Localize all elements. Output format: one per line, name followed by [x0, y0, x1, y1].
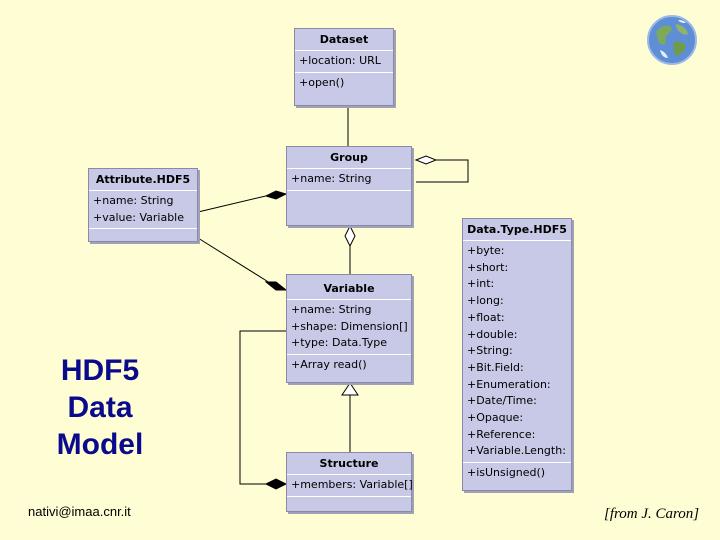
author-email: nativi@imaa.cnr.it	[28, 504, 131, 519]
class-attributes: +members: Variable[]	[287, 474, 413, 496]
attribute-row: +name: String	[93, 194, 174, 207]
attribute-row: +name: String	[291, 172, 372, 185]
title-line: Model	[56, 428, 144, 461]
class-name: Attribute.HDF5	[95, 173, 191, 186]
attribute-group-connector	[197, 194, 271, 213]
attribute-variable-diamond	[264, 281, 288, 291]
attribute-row: +Date/Time:	[467, 394, 537, 408]
attribute-row: +String:	[467, 344, 513, 358]
operation-row: +isUnsigned()	[467, 466, 546, 480]
operation-row: +open()	[299, 75, 345, 89]
group-self-connector	[416, 159, 469, 183]
attribute-row: +long:	[467, 294, 504, 308]
datatype-class[interactable]: Data.Type.HDF5 +byte: +short: +int: +lon…	[462, 218, 572, 491]
class-operations	[287, 189, 411, 203]
class-name: Variable	[323, 282, 375, 295]
variable-inheritance-triangle	[341, 382, 359, 396]
class-attributes: +location: URL	[295, 50, 393, 72]
class-name: Dataset	[319, 33, 369, 46]
variable-class[interactable]: Variable +name: String +shape: Dimension…	[286, 274, 412, 383]
attribute-row: +Variable.Length:	[467, 444, 566, 458]
slide-title: HDF5 Data Model	[40, 352, 160, 463]
class-operations	[287, 495, 411, 509]
class-operations: +Array read()	[287, 354, 411, 376]
attribute-row: +float:	[467, 310, 505, 324]
attribute-row: +int:	[467, 277, 495, 291]
attribute-row: +double:	[467, 327, 518, 341]
source-credit: [from J. Caron]	[604, 506, 700, 522]
attribute-row: +members: Variable[]	[291, 478, 413, 491]
structure-class[interactable]: Structure +members: Variable[]	[286, 452, 413, 512]
class-operations: +open()	[295, 71, 393, 94]
structure-members-connector	[239, 330, 286, 485]
attribute-row: +location: URL	[299, 54, 381, 67]
class-name: Group	[330, 151, 368, 164]
attribute-row: +shape: Dimension[]	[291, 319, 408, 333]
class-operations: +isUnsigned()	[463, 462, 571, 484]
class-attributes: +name: String +shape: Dimension[] +type:…	[287, 299, 411, 354]
title-line: HDF5	[60, 354, 140, 387]
globe-icon	[647, 15, 697, 65]
attribute-row: +name: String	[291, 303, 372, 316]
attribute-class[interactable]: Attribute.HDF5 +name: String +value: Var…	[88, 168, 198, 242]
structure-members-diamond	[264, 478, 288, 490]
attribute-row: +Enumeration:	[467, 377, 551, 391]
class-operations	[89, 228, 197, 241]
attribute-variable-connector	[197, 237, 271, 284]
operation-row: +Array read()	[291, 358, 367, 372]
group-self-diamond	[414, 155, 438, 165]
attribute-row: +Reference:	[467, 427, 536, 441]
attribute-row: +Bit.Field:	[467, 360, 524, 374]
group-class[interactable]: Group +name: String	[286, 146, 412, 226]
class-name: Data.Type.HDF5	[467, 223, 567, 236]
attribute-row: +value: Variable	[93, 210, 185, 224]
group-variable-diamond	[344, 224, 356, 248]
attribute-row: +Opaque:	[467, 411, 524, 425]
attribute-group-diamond	[264, 190, 288, 200]
class-attributes: +byte: +short: +int: +long: +float: +dou…	[463, 240, 571, 462]
attribute-row: +byte:	[467, 244, 505, 257]
dataset-class[interactable]: Dataset +location: URL +open()	[294, 28, 394, 106]
class-name: Structure	[319, 457, 379, 470]
title-line: Data	[67, 391, 133, 424]
class-attributes: +name: String +value: Variable	[89, 190, 197, 228]
class-attributes: +name: String	[287, 168, 411, 190]
attribute-row: +type: Data.Type	[291, 336, 388, 350]
attribute-row: +short:	[467, 260, 509, 274]
